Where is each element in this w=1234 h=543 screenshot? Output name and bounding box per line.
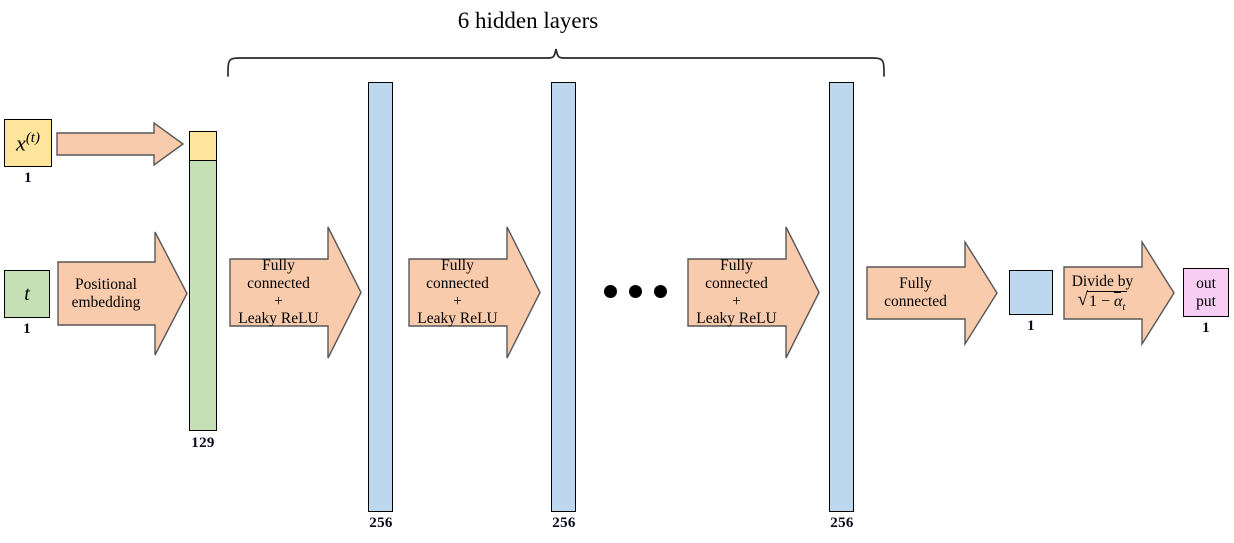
hidden-layer-2-dim: 256 (552, 515, 576, 531)
hidden-layers-brace (222, 46, 890, 78)
input-x-label: x(t) (16, 130, 40, 156)
concatenated-vector-block (189, 131, 217, 431)
ellipsis-dot (604, 285, 617, 298)
input-x-dim: 1 (24, 170, 32, 186)
arrow-fully-connected: Fully connected (866, 239, 998, 347)
penultimate-dim: 1 (1027, 318, 1035, 334)
output-dim: 1 (1202, 320, 1210, 336)
concat-segment-t (190, 160, 216, 430)
arrow-positional-embedding: Positional embedding (57, 231, 188, 356)
arrow-fc-relu-1: Fully connected + Leaky ReLU (229, 226, 362, 359)
output-label: out put (1196, 275, 1216, 310)
hidden-layer-2-block (551, 82, 576, 512)
page-title: 6 hidden layers (457, 8, 599, 33)
hidden-layer-1-block (368, 82, 393, 512)
ellipsis-group (600, 285, 680, 301)
hidden-layer-1-dim: 256 (369, 515, 393, 531)
input-t-label: t (24, 282, 30, 305)
ellipsis-dot (654, 285, 667, 298)
concat-dim: 129 (191, 435, 215, 451)
arrow-x-to-concat (56, 121, 185, 167)
concat-segment-x (190, 132, 216, 160)
arrow-fc-relu-2: Fully connected + Leaky ReLU (408, 226, 541, 359)
arrow-fc-relu-3: Fully connected + Leaky ReLU (687, 226, 820, 359)
input-t-dim: 1 (23, 321, 31, 337)
hidden-layer-3-dim: 256 (830, 515, 854, 531)
arrow-divide-by: Divide by √1 − αt (1063, 239, 1175, 347)
input-x-block: x(t) (4, 119, 52, 167)
penultimate-block (1009, 270, 1053, 315)
input-t-block: t (4, 270, 50, 318)
output-block: out put (1183, 268, 1229, 317)
ellipsis-dot (629, 285, 642, 298)
hidden-layer-3-block (829, 82, 854, 512)
